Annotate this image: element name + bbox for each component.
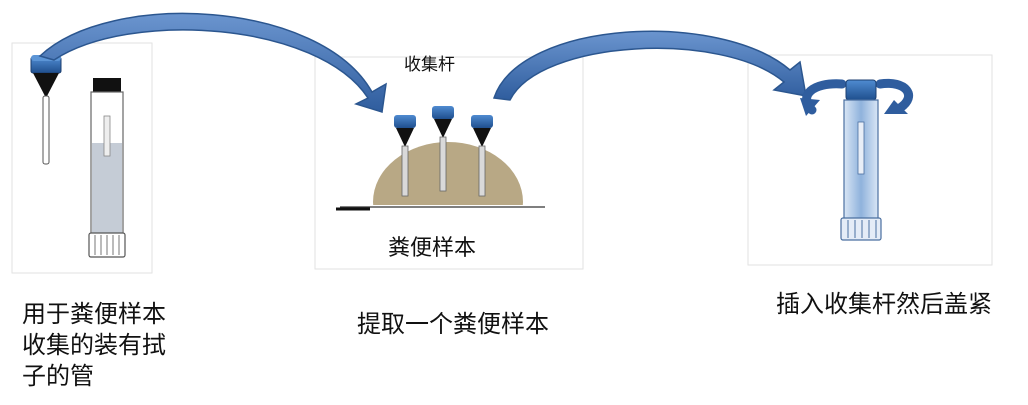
panel-3-sealed-tube: [800, 78, 913, 241]
rod-label: 收集杆: [404, 55, 455, 75]
caption-line: 用于粪便样本: [22, 300, 166, 328]
panel-3-caption: 插入收集杆然后盖紧: [776, 290, 992, 318]
rotate-right-icon: [875, 78, 913, 114]
rotate-left-icon: [800, 79, 847, 116]
swab: [30, 55, 62, 165]
collection-rods: [394, 106, 493, 197]
panel-1-tubes: [30, 55, 126, 258]
rod: [394, 115, 416, 197]
panel-2-sampling: [336, 106, 560, 265]
sealed-tube: [840, 79, 882, 241]
stool-label: 粪便样本: [388, 236, 477, 261]
caption-line: 子的管: [22, 362, 94, 390]
panel-2-caption: 提取一个粪便样本: [357, 310, 549, 338]
arrow-2: [492, 30, 807, 101]
rod: [471, 115, 493, 197]
arrow-1: [38, 12, 387, 113]
rod: [432, 106, 454, 192]
collection-tube: [88, 78, 126, 258]
caption-line: 收集的装有拭: [22, 331, 166, 359]
panel-1-caption: 用于粪便样本 收集的装有拭 子的管: [22, 299, 166, 392]
